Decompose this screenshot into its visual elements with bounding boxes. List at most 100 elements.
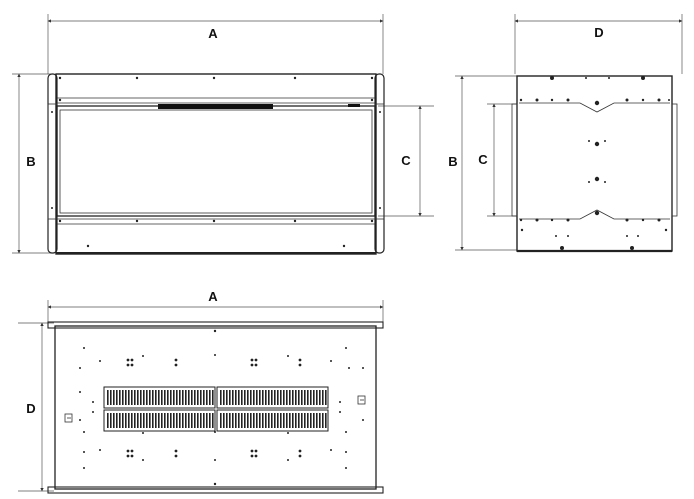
side-label-b: B: [448, 154, 457, 169]
vent-slot: [146, 413, 148, 428]
vent-slot: [265, 390, 267, 405]
vent-slot: [238, 390, 240, 405]
vent-slot: [197, 390, 199, 405]
vent-slot: [274, 413, 276, 428]
vent-slot: [298, 413, 300, 428]
vent-slot: [200, 413, 202, 428]
vent-slot: [113, 390, 115, 405]
side-label-c: C: [478, 152, 488, 167]
vent-slot: [113, 413, 115, 428]
vent-slot: [316, 390, 318, 405]
vent-slot: [262, 413, 264, 428]
vent-slot: [307, 390, 309, 405]
vent-slot: [179, 413, 181, 428]
vent-slot: [167, 413, 169, 428]
vent-slot: [250, 390, 252, 405]
top-label-a: A: [208, 289, 218, 304]
vent-slot: [149, 390, 151, 405]
vent-slot: [304, 390, 306, 405]
vent-slot: [223, 390, 225, 405]
vent-slot: [116, 390, 118, 405]
vent-slot: [182, 390, 184, 405]
vent-slot: [134, 390, 136, 405]
vent-slot: [301, 413, 303, 428]
vent-slot: [241, 390, 243, 405]
vent-slot: [310, 413, 312, 428]
vent-slot: [268, 390, 270, 405]
vent-slot: [209, 390, 211, 405]
vent-slot: [304, 413, 306, 428]
vent-slot: [188, 413, 190, 428]
vent-slot: [119, 413, 121, 428]
vent-slot: [131, 413, 133, 428]
vent-slot: [244, 390, 246, 405]
vent-slot: [223, 413, 225, 428]
top-unit-outline: [47, 321, 384, 494]
vent-slot: [161, 413, 163, 428]
vent-slot: [238, 413, 240, 428]
vent-slot: [128, 413, 130, 428]
vent-slot: [325, 413, 327, 428]
top-view: A D: [18, 289, 384, 494]
vent-slot: [152, 390, 154, 405]
side-dimension-d: D: [514, 14, 683, 74]
top-screw-dots: [79, 329, 364, 486]
vent-slot: [173, 390, 175, 405]
vent-slot: [292, 390, 294, 405]
vent-slot: [322, 390, 324, 405]
vent-slot: [194, 390, 196, 405]
front-label-c: C: [401, 153, 411, 168]
vent-slot: [274, 390, 276, 405]
vent-slot: [322, 413, 324, 428]
vent-slot: [134, 413, 136, 428]
vent-slot: [194, 413, 196, 428]
top-label-d: D: [26, 401, 35, 416]
vent-slot: [235, 390, 237, 405]
vent-slot: [229, 413, 231, 428]
front-label-b: B: [26, 154, 35, 169]
vent-slot: [146, 390, 148, 405]
vent-slot: [277, 390, 279, 405]
vent-slot: [116, 413, 118, 428]
vent-slot: [259, 413, 261, 428]
vent-slot: [298, 390, 300, 405]
vent-slot: [313, 413, 315, 428]
vent-slot: [268, 413, 270, 428]
control-panel-bar: [158, 104, 273, 109]
vent-slot: [253, 413, 255, 428]
vent-slot: [125, 390, 127, 405]
vent-slot: [310, 390, 312, 405]
vent-slot: [188, 390, 190, 405]
right-bracket: [357, 395, 366, 405]
vent-slot: [277, 413, 279, 428]
vent-slot: [229, 390, 231, 405]
vent-slot: [289, 390, 291, 405]
vent-slot: [155, 390, 157, 405]
vent-slot: [286, 390, 288, 405]
vent-slot: [149, 413, 151, 428]
side-label-d: D: [594, 25, 603, 40]
vent-slot: [122, 413, 124, 428]
vent-slot: [253, 390, 255, 405]
vent-slot: [256, 413, 258, 428]
vent-slot: [319, 390, 321, 405]
vent-slot: [197, 413, 199, 428]
vent-slot: [295, 413, 297, 428]
front-view: A B C: [12, 14, 434, 255]
vent-slot: [325, 390, 327, 405]
vent-slot: [191, 390, 193, 405]
vent-slot: [232, 390, 234, 405]
vent-slot: [226, 413, 228, 428]
side-screw-dots: [519, 76, 670, 250]
vent-slot: [212, 413, 214, 428]
vent-slot: [110, 413, 112, 428]
vent-slot: [107, 390, 109, 405]
front-dimension-b: B: [12, 73, 54, 254]
vent-slot: [164, 413, 166, 428]
vent-slot: [110, 390, 112, 405]
left-bracket: [64, 413, 73, 423]
vent-slot: [206, 413, 208, 428]
top-dimension-a: A: [47, 289, 384, 322]
vent-slot: [286, 413, 288, 428]
